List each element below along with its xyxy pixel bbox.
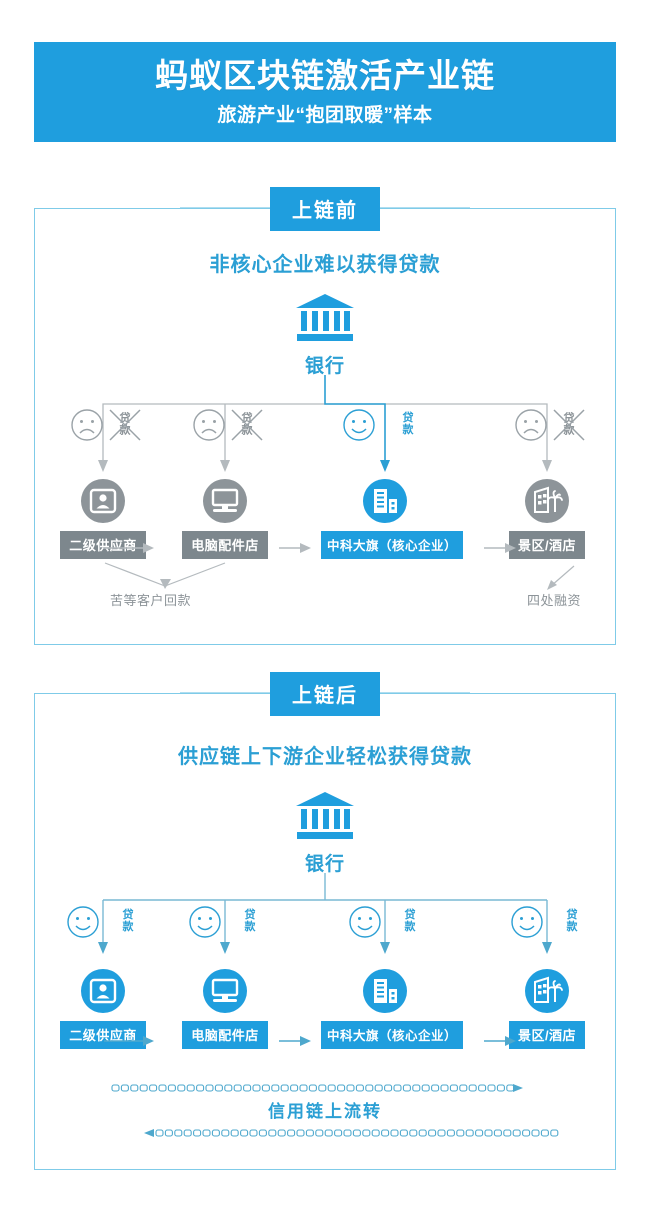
bank-label-after: 银行: [304, 854, 345, 875]
sad-face-icon: [193, 409, 225, 441]
entity-label-before-1: 二级供应商: [60, 531, 146, 559]
bank-label-before: 银行: [304, 356, 345, 377]
sad-face-icon: [515, 409, 547, 441]
resort-hotel-icon: [483, 968, 611, 1014]
cross-out-icon: [553, 409, 585, 441]
entity-label-after-4: 景区/酒店: [508, 1021, 586, 1049]
branch-cell-before-2: 贷款: [168, 408, 288, 442]
entity-before-supplier[interactable]: 二级供应商: [39, 478, 167, 559]
branch-cell-before-4: 贷款: [490, 408, 610, 442]
bank-icon: [296, 294, 354, 341]
section-badge-after: 上链后: [270, 672, 380, 716]
bank-icon: [296, 792, 354, 839]
entity-before-computer-shop[interactable]: 电脑配件店: [161, 478, 289, 559]
cross-out-icon: [231, 409, 263, 441]
entity-label-after-2: 电脑配件店: [182, 1021, 268, 1049]
section-badge-before: 上链前: [270, 187, 380, 231]
entity-label-before-3: 中科大旗（核心企业）: [321, 531, 464, 559]
loan-denied-mark-2: 贷款: [230, 408, 264, 442]
entity-label-before-2: 电脑配件店: [182, 531, 268, 559]
bank-node-before: 银行: [294, 292, 356, 378]
loan-label-before-4: 贷款: [563, 412, 575, 436]
happy-face-icon: [66, 906, 99, 938]
computer-monitor-icon: [161, 968, 289, 1014]
sad-face-icon: [71, 409, 103, 441]
page-title: 蚂蚁区块链激活产业链: [155, 57, 495, 95]
happy-face-icon: [342, 409, 375, 441]
office-building-icon: [321, 478, 449, 524]
entity-label-after-3: 中科大旗（核心企业）: [321, 1021, 464, 1049]
page-subtitle: 旅游产业“抱团取暖”样本: [217, 104, 433, 126]
header-banner: 蚂蚁区块链激活产业链 旅游产业“抱团取暖”样本: [34, 42, 616, 142]
resort-hotel-icon: [483, 478, 611, 524]
supplier-person-icon: [39, 478, 167, 524]
loan-label-after-2: 贷款: [244, 909, 256, 933]
loan-label-after-3: 贷款: [404, 909, 416, 933]
entity-after-resort[interactable]: 景区/酒店: [483, 968, 611, 1049]
computer-monitor-icon: [161, 478, 289, 524]
entity-label-before-4: 景区/酒店: [508, 531, 586, 559]
entity-before-resort[interactable]: 景区/酒店: [483, 478, 611, 559]
wait-payment-note: 苦等客户回款: [110, 593, 192, 608]
loan-label-after-4: 贷款: [566, 909, 578, 933]
loan-denied-mark-4: 贷款: [552, 408, 586, 442]
credit-flow-label: 信用链上流转: [268, 1102, 382, 1121]
entity-after-computer-shop[interactable]: 电脑配件店: [161, 968, 289, 1049]
cross-out-icon: [109, 409, 141, 441]
happy-face-icon: [348, 906, 381, 938]
branch-cell-after-3: 贷款: [322, 905, 442, 939]
branch-cell-after-1: 贷款: [40, 905, 160, 939]
branch-cell-before-1: 贷款: [46, 408, 166, 442]
loan-label-before-1: 贷款: [119, 412, 131, 436]
entity-after-supplier[interactable]: 二级供应商: [39, 968, 167, 1049]
branch-cell-before-3: 贷款: [318, 408, 438, 442]
loan-label-before-3: 贷款: [402, 412, 414, 436]
happy-face-icon: [510, 906, 543, 938]
bank-node-after: 银行: [294, 790, 356, 876]
loan-denied-mark-1: 贷款: [108, 408, 142, 442]
entity-after-core-enterprise[interactable]: 中科大旗（核心企业）: [321, 968, 464, 1049]
supplier-person-icon: [39, 968, 167, 1014]
branch-cell-after-2: 贷款: [162, 905, 282, 939]
happy-face-icon: [188, 906, 221, 938]
office-building-icon: [321, 968, 449, 1014]
loan-label-after-1: 贷款: [122, 909, 134, 933]
entity-label-after-1: 二级供应商: [60, 1021, 146, 1049]
entity-before-core-enterprise[interactable]: 中科大旗（核心企业）: [321, 478, 464, 559]
section-title-after: 供应链上下游企业轻松获得贷款: [178, 746, 472, 768]
loan-label-before-2: 贷款: [241, 412, 253, 436]
section-title-before: 非核心企业难以获得贷款: [209, 254, 441, 276]
seek-financing-note: 四处融资: [527, 593, 582, 608]
branch-cell-after-4: 贷款: [484, 905, 604, 939]
